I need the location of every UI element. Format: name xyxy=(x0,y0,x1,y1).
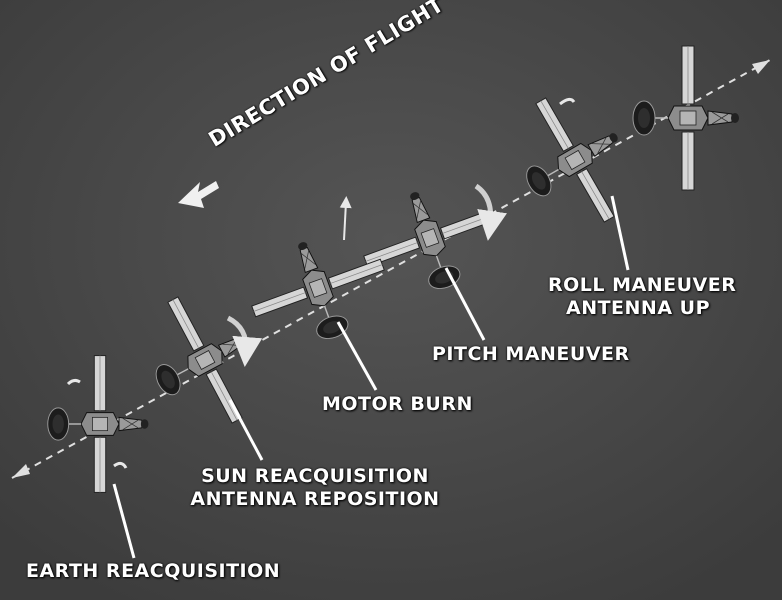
stage-label-line: SUN REACQUISITION xyxy=(201,465,429,487)
spacecraft-motor-burn xyxy=(236,196,401,362)
leader-line-motor xyxy=(336,321,378,391)
spacecraft-earth-reacquisition xyxy=(47,354,150,494)
spacecraft-roll-maneuver xyxy=(559,45,740,191)
spacecraft-pitch-maneuver xyxy=(348,168,513,312)
stage-label-line: ANTENNA REPOSITION xyxy=(190,488,440,510)
stage-label-earth-reacquisition: EARTH REACQUISITION xyxy=(26,560,281,582)
leader-line-sun xyxy=(228,399,264,461)
flight-path-arrowhead xyxy=(12,464,30,478)
stage-label-line: ROLL MANEUVER xyxy=(548,274,737,296)
leader-line-pitch xyxy=(444,267,486,341)
spacecraft-sun-reacquisition xyxy=(126,276,281,446)
flight-path-arrowhead-end xyxy=(752,60,770,74)
leader-line-earth xyxy=(112,483,136,559)
stage-label-sun-reacquisition: SUN REACQUISITION ANTENNA REPOSITION xyxy=(190,465,440,511)
stage-label-line: ANTENNA UP xyxy=(565,297,711,319)
direction-arrow-icon xyxy=(178,181,219,208)
stage-label-roll-maneuver: ROLL MANEUVER ANTENNA UP xyxy=(548,274,737,320)
stage-label-pitch-maneuver: PITCH MANEUVER xyxy=(432,343,630,365)
stage-label-motor-burn: MOTOR BURN xyxy=(322,393,473,415)
leader-line-roll xyxy=(610,195,630,271)
